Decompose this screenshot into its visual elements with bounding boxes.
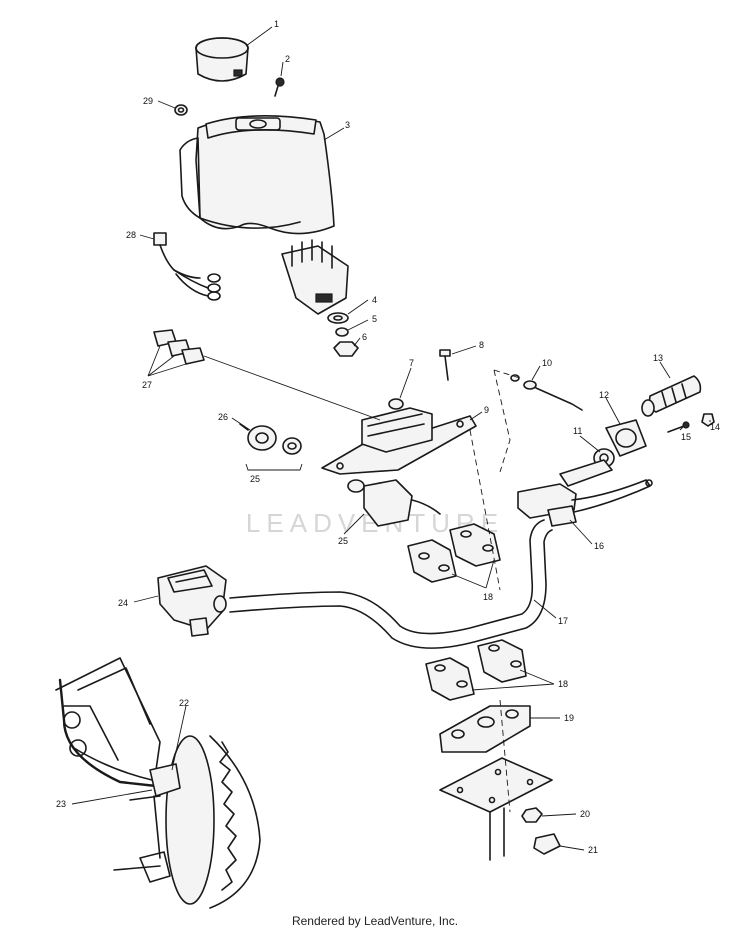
callout-17: 17 (558, 616, 568, 626)
callout-21: 21 (588, 845, 598, 855)
part-8-bolt (439, 349, 451, 381)
headlight-bracket (281, 239, 349, 315)
callout-4: 4 (372, 295, 377, 305)
callout-26: 26 (218, 412, 228, 422)
part-21-clamp (533, 833, 561, 855)
part-20-nut (521, 807, 543, 823)
callout-25a: 25 (250, 474, 260, 484)
callout-3: 3 (345, 120, 350, 130)
callout-18a: 18 (483, 592, 493, 602)
part-9-mounting-plate (321, 407, 477, 475)
frame-and-brake-disc (55, 657, 261, 909)
callout-9: 9 (484, 405, 489, 415)
footer-credit: Rendered by LeadVenture, Inc. (291, 914, 459, 928)
part-4-washer (327, 312, 349, 324)
callout-10: 10 (542, 358, 552, 368)
part-17-handlebar (229, 519, 553, 649)
part-7-clip (388, 398, 404, 410)
part-18-upper-clamps (407, 523, 501, 583)
callout-13: 13 (653, 353, 663, 363)
part-18-lower-clamps (425, 639, 527, 701)
callout-20: 20 (580, 809, 590, 819)
part-26-ignition-switch (239, 423, 302, 455)
callout-23: 23 (56, 799, 66, 809)
callout-25b: 25 (338, 536, 348, 546)
callout-28: 28 (126, 230, 136, 240)
assembly-guides (469, 369, 521, 813)
callout-22: 22 (179, 698, 189, 708)
part-15-screw (667, 421, 690, 433)
part-19-riser-plate (439, 705, 531, 753)
callout-labels: 1 2 3 4 5 6 7 8 9 10 11 12 13 14 15 16 1… (56, 19, 720, 855)
callout-14: 14 (710, 422, 720, 432)
part-1-speedometer-cup (195, 37, 249, 82)
part-10-throttle-cable (510, 374, 583, 411)
callout-5: 5 (372, 314, 377, 324)
part-13-grip (641, 375, 702, 417)
callout-16: 16 (594, 541, 604, 551)
part-24-left-switch-housing (157, 565, 227, 637)
part-3-headlight-pod (179, 115, 335, 235)
callout-18b: 18 (558, 679, 568, 689)
callout-12: 12 (599, 390, 609, 400)
part-5-lock-washer (335, 327, 349, 337)
callout-15: 15 (681, 432, 691, 442)
leader-lines (71, 26, 711, 851)
callout-29: 29 (143, 96, 153, 106)
part-29-grommet (174, 104, 188, 116)
part-16-brake-lever-assembly (517, 459, 653, 527)
callout-27: 27 (142, 380, 152, 390)
callout-2: 2 (285, 54, 290, 64)
mounting-plate-lower (439, 757, 553, 861)
part-25-switch-assembly (347, 479, 441, 527)
callout-1: 1 (274, 19, 279, 29)
part-28-wire-harness (153, 232, 221, 301)
callout-11: 11 (573, 426, 582, 436)
callout-6: 6 (362, 332, 367, 342)
callout-7: 7 (409, 358, 414, 368)
part-6-nut (333, 341, 359, 357)
part-2-screw (274, 77, 285, 97)
callout-24: 24 (118, 598, 128, 608)
part-12-throttle-housing (605, 419, 647, 457)
part-14-end-cap (701, 413, 715, 427)
part-27-switch-caps (153, 329, 205, 365)
callout-19: 19 (564, 713, 574, 723)
callout-8: 8 (479, 340, 484, 350)
